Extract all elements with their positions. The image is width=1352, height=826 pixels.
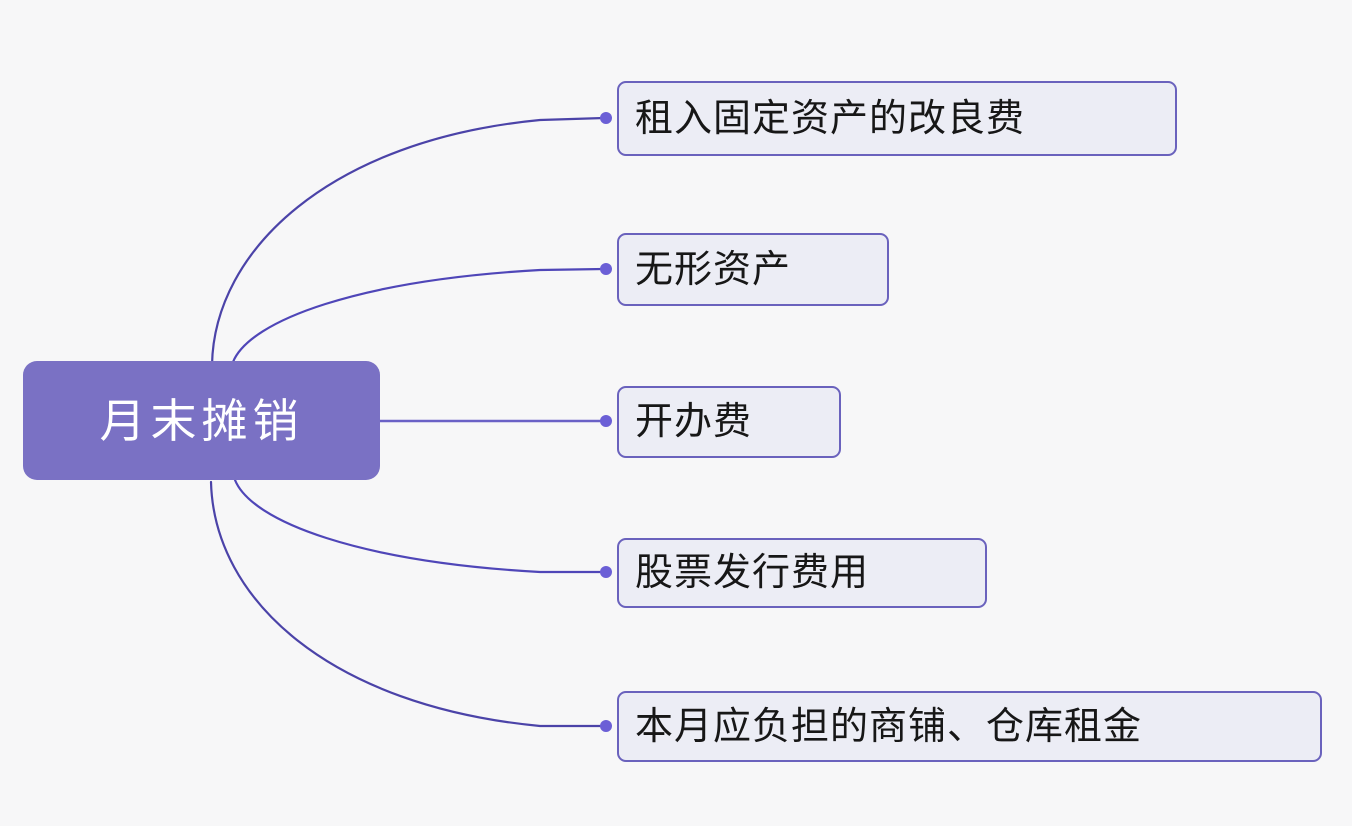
root-node-label: 月末摊销 xyxy=(99,394,304,447)
branch-bullet-icon-4 xyxy=(600,566,612,578)
child-node-label-3: 开办费 xyxy=(635,401,753,443)
root-node-month-end-amortization[interactable]: 月末摊销 xyxy=(23,361,380,480)
connector-branch-4 xyxy=(233,478,606,574)
branch-bullet-icon-3 xyxy=(600,415,612,427)
child-node-label-4: 股票发行费用 xyxy=(635,552,870,594)
child-node-label-1: 租入固定资产的改良费 xyxy=(635,97,1026,140)
child-node-label-2: 无形资产 xyxy=(635,248,792,291)
connector-branch-2 xyxy=(231,267,606,364)
child-node-label-5: 本月应负担的商铺、仓库租金 xyxy=(635,705,1143,748)
child-node-4[interactable]: 股票发行费用 xyxy=(617,538,987,608)
branch-bullet-icon-1 xyxy=(600,112,612,124)
child-node-2[interactable]: 无形资产 xyxy=(617,233,889,306)
connector-branch-1 xyxy=(210,116,606,367)
branch-bullet-icon-2 xyxy=(600,263,612,275)
child-node-1[interactable]: 租入固定资产的改良费 xyxy=(617,81,1177,156)
child-node-3[interactable]: 开办费 xyxy=(617,386,841,458)
connector-branch-5 xyxy=(209,480,606,728)
branch-bullet-icon-5 xyxy=(600,720,612,732)
child-node-5[interactable]: 本月应负担的商铺、仓库租金 xyxy=(617,691,1322,762)
